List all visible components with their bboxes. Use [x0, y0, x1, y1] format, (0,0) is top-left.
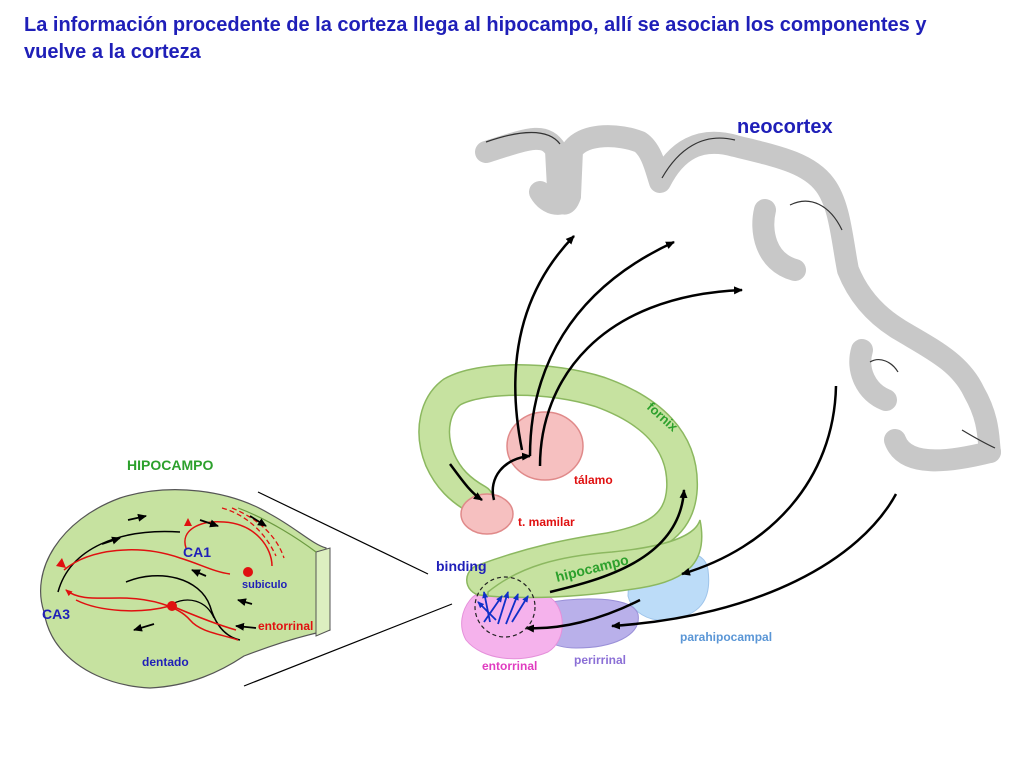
- entorrinal-region: [461, 587, 563, 660]
- slide-title: La información procedente de la corteza …: [24, 14, 927, 63]
- talamo-shape: [506, 411, 584, 481]
- hipocampo-inset: HIPOCAMPO CA1 CA3 subiculo entorrinal de…: [40, 457, 331, 689]
- inset-connector-top: [257, 491, 429, 575]
- inset-title: HIPOCAMPO: [127, 457, 213, 473]
- subiculo-label: subiculo: [242, 579, 288, 591]
- ca3-label: CA3: [42, 606, 70, 622]
- entorrinal-label: entorrinal: [482, 659, 537, 673]
- dentado-neuron: [167, 601, 177, 611]
- perirrinal-label: perirrinal: [574, 653, 626, 667]
- binding-arrows: [477, 591, 529, 625]
- neocortex-shape: [475, 125, 1001, 472]
- neocortex-label: neocortex: [737, 116, 833, 138]
- dentado-label: dentado: [142, 655, 189, 669]
- binding-label: binding: [436, 558, 487, 574]
- t-mamilar-shape: [460, 493, 514, 535]
- ca1-neuron: [243, 567, 253, 577]
- talamo-label: tálamo: [574, 473, 613, 487]
- inset-entorrinal-label: entorrinal: [258, 619, 313, 633]
- binding-circle: [474, 576, 536, 638]
- parahipocampal-label: parahipocampal: [680, 630, 772, 644]
- ca1-label: CA1: [183, 544, 211, 560]
- t-mamilar-label: t. mamilar: [518, 515, 575, 529]
- inset-connector-bottom: [243, 603, 453, 687]
- pathway-arrows: [448, 235, 898, 633]
